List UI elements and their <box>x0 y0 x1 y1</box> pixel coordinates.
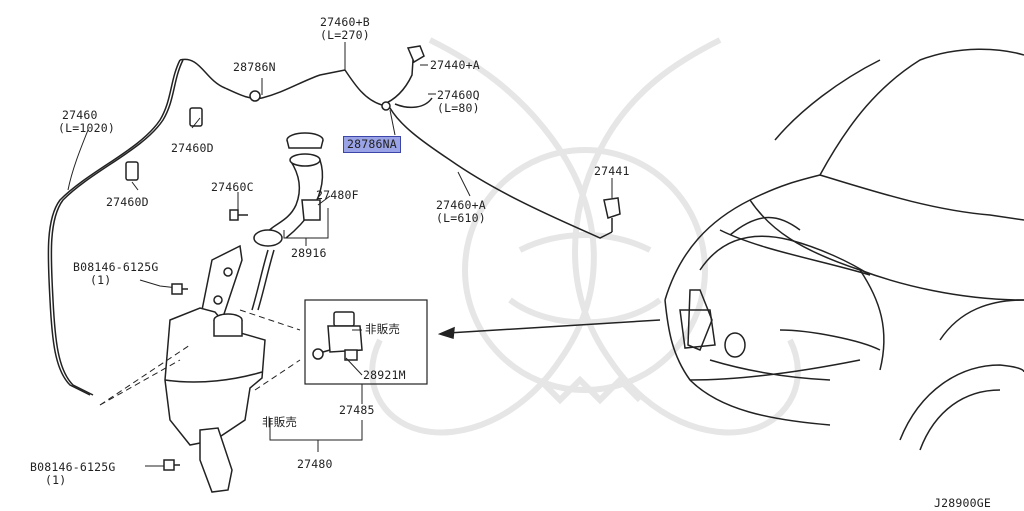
label-27460-b-length: (L=270) <box>320 28 370 42</box>
clips <box>125 90 391 181</box>
bolts <box>163 283 188 471</box>
label-27460-a-length: (L=610) <box>436 211 486 225</box>
label-bolt-upper-qty: (1) <box>90 273 112 287</box>
label-27441: 27441 <box>594 164 630 178</box>
label-28921m: 28921M <box>363 368 406 382</box>
label-27485: 27485 <box>339 403 375 417</box>
label-27460-length: (L=1020) <box>58 121 115 135</box>
label-bolt-lower-qty: (1) <box>45 473 67 487</box>
label-27460d-lower: 27460D <box>106 195 149 209</box>
label-27460-a: 27460+A <box>436 198 486 212</box>
label-27460q: 27460Q <box>437 88 480 102</box>
label-27480: 27480 <box>297 457 333 471</box>
label-bolt-lower: B08146-6125G <box>30 460 116 474</box>
label-28786na-highlight[interactable]: 28786NA <box>343 136 401 153</box>
label-27460q-length: (L=80) <box>437 101 480 115</box>
pump-box <box>304 299 428 385</box>
label-27460c: 27460C <box>211 180 254 194</box>
watermark-crest <box>369 37 801 436</box>
nozzles <box>406 45 621 232</box>
diagram-code: J28900GE <box>934 496 991 510</box>
screw <box>229 209 248 221</box>
label-27480f: 27480F <box>316 188 359 202</box>
pump <box>312 311 363 361</box>
leader-dashed <box>99 309 301 406</box>
label-27460-b: 27460+B <box>320 15 370 29</box>
label-28916: 28916 <box>291 246 327 260</box>
label-27460d-upper: 27460D <box>171 141 214 155</box>
label-27440-a: 27440+A <box>430 58 480 72</box>
car-outline <box>664 48 1024 451</box>
label-not-for-sale-tank: 非販売 <box>262 415 298 429</box>
label-bolt-upper: B08146-6125G <box>73 260 159 274</box>
label-27460: 27460 <box>62 108 98 122</box>
label-28786n: 28786N <box>233 60 276 74</box>
label-not-for-sale-pump: 非販売 <box>365 322 401 336</box>
hoses <box>47 58 613 396</box>
reservoir-tank <box>164 307 266 493</box>
arrow-to-car <box>437 319 661 339</box>
filler-neck <box>253 132 324 247</box>
leader-lines <box>67 42 613 467</box>
